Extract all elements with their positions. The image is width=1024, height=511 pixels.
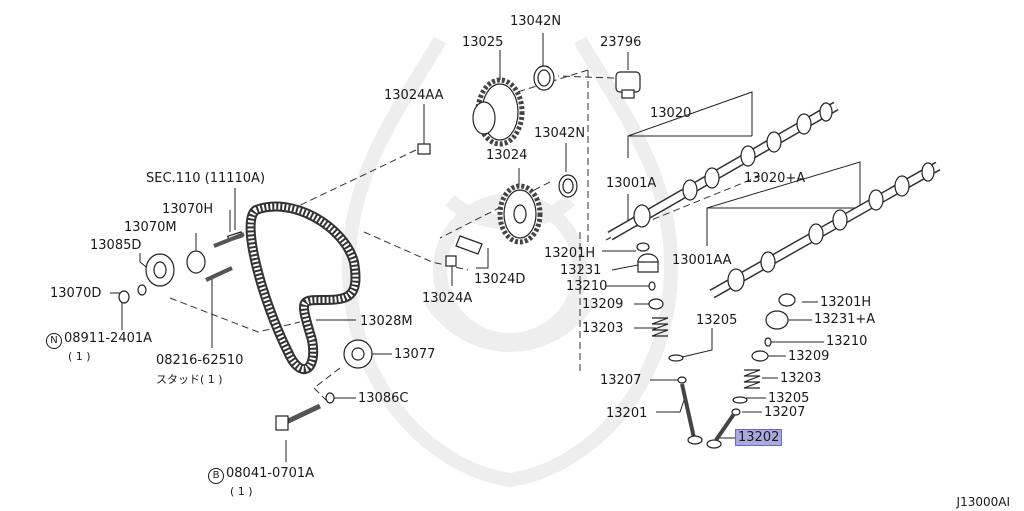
part-label-13024: 13024 xyxy=(486,148,528,163)
part-label-13210-right: 13210 xyxy=(826,334,868,349)
tensioner-assembly xyxy=(118,143,483,431)
part-label-13077: 13077 xyxy=(394,347,436,362)
part-label-13205-left: 13205 xyxy=(696,313,738,328)
part-label-13001aa: 13001AA xyxy=(672,253,732,268)
part-label-13020a: 13020+A xyxy=(744,171,806,186)
part-label-13231: 13231 xyxy=(560,263,602,278)
valve-train xyxy=(636,242,796,449)
part-label-13207-left: 13207 xyxy=(600,373,642,388)
part-label-13205-right: 13205 xyxy=(768,391,810,406)
part-label-13201h-left: 13201H xyxy=(544,246,596,261)
marker-b-circle: B xyxy=(208,468,224,484)
part-label-13201: 13201 xyxy=(606,406,648,421)
stud-note: スタッド( 1 ) xyxy=(156,373,223,386)
diagram-reference-id: J13000AI xyxy=(956,495,1010,509)
part-label-13070d: 13070D xyxy=(50,286,102,301)
timing-belt xyxy=(245,201,361,375)
part-label-13025: 13025 xyxy=(462,35,504,50)
part-label-13001a: 13001A xyxy=(606,176,657,191)
camshafts xyxy=(607,101,941,299)
part-label-13042n-second: 13042N xyxy=(534,126,586,141)
part-label-13042n-top: 13042N xyxy=(510,14,562,29)
bolt-n-quantity: ( 1 ) xyxy=(68,350,91,363)
part-label-13070h: 13070H xyxy=(162,202,214,217)
part-label-13203-left: 13203 xyxy=(582,321,624,336)
part-label-13024d: 13024D xyxy=(474,272,526,287)
bolt-b-part-number: 08041-0701A xyxy=(226,466,315,481)
part-label-13020: 13020 xyxy=(650,106,692,121)
part-label-13202-highlighted[interactable]: 13202 xyxy=(734,429,783,446)
bolt-b-quantity: ( 1 ) xyxy=(230,485,253,498)
part-label-13070m: 13070M xyxy=(124,220,177,235)
part-label-13203-right: 13203 xyxy=(780,371,822,386)
part-label-13201h-right: 13201H xyxy=(820,295,872,310)
marker-n-circle: N xyxy=(46,333,62,349)
part-label-13028m: 13028M xyxy=(360,314,413,329)
cam-sprockets xyxy=(472,65,578,245)
sensor-23796 xyxy=(615,71,641,99)
bolt-n-part-number: 08911-2401A xyxy=(64,331,153,346)
stud-part-number: 08216-62510 xyxy=(156,353,244,368)
part-label-sec110: SEC.110 (11110A) xyxy=(146,171,266,186)
part-label-13024a: 13024A xyxy=(422,291,473,306)
part-label-13231a: 13231+A xyxy=(814,312,876,327)
part-label-13207-right: 13207 xyxy=(764,405,806,420)
part-label-13209-right: 13209 xyxy=(788,349,830,364)
part-label-13209-left: 13209 xyxy=(582,297,624,312)
part-label-13024aa: 13024AA xyxy=(384,88,444,103)
part-label-13210-left: 13210 xyxy=(566,279,608,294)
part-label-13085d: 13085D xyxy=(90,238,142,253)
part-label-13086c: 13086C xyxy=(358,391,409,406)
part-label-23796: 23796 xyxy=(600,35,642,50)
